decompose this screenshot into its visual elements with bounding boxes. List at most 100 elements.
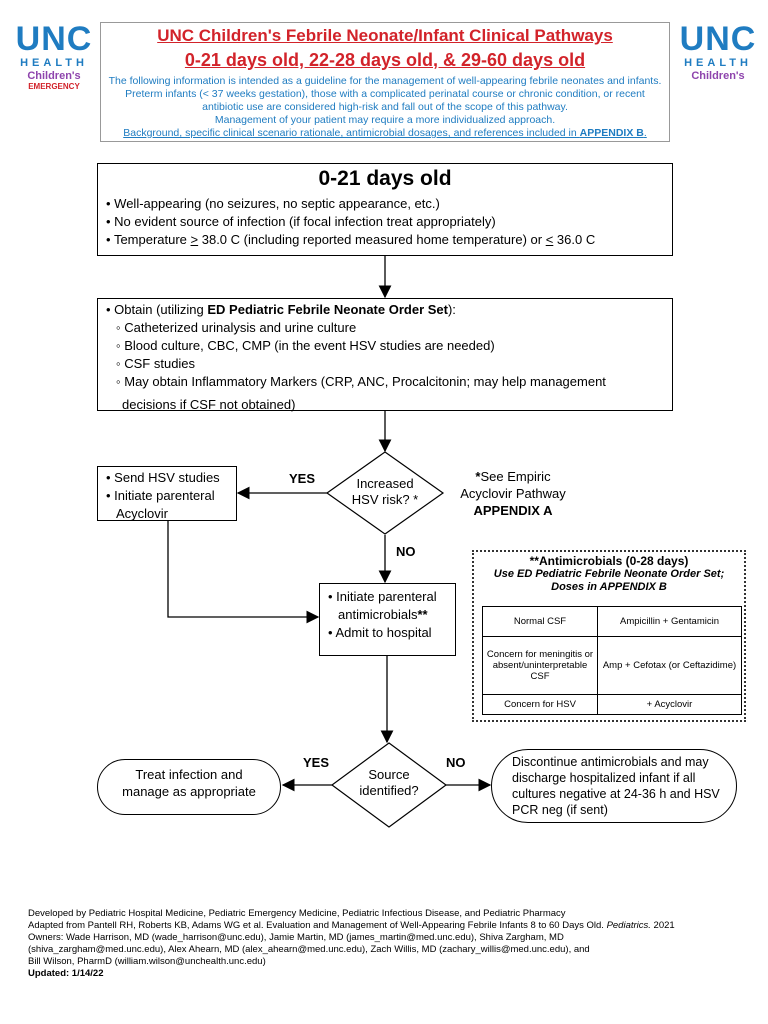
obtain-box: • Obtain (utilizing ED Pediatric Febrile… <box>97 298 673 412</box>
header-panel: UNC Children's Febrile Neonate/Infant Cl… <box>100 22 670 142</box>
background-suffix: . <box>643 127 647 139</box>
obtain-subitem: ◦ May obtain Inflammatory Markers (CRP, … <box>116 374 606 389</box>
footer-adapted-from: Adapted from Pantell RH, Roberts KB, Ada… <box>28 920 748 932</box>
note-star: * <box>475 469 481 484</box>
admit-item: • Admit to hospital <box>328 625 432 640</box>
logo-health-text: HEALTH <box>684 57 752 69</box>
background-link-line[interactable]: Background, specific clinical scenario r… <box>123 127 647 139</box>
obtain-subitem-text: Blood culture, CBC, CMP (in the event HS… <box>124 338 495 353</box>
footer-year: 2021 <box>650 920 675 931</box>
table-cell: Ampicillin + Gentamicin <box>597 606 742 637</box>
hsv-item-text: Send HSV studies <box>114 470 220 485</box>
criteria-item-text: Well-appearing (no seizures, no septic a… <box>114 196 440 211</box>
obtain-continuation: decisions if CSF not obtained) <box>122 397 296 412</box>
criteria-box: 0-21 days old • Well-appearing (no seizu… <box>97 163 673 256</box>
antimicrobials-panel: **Antimicrobials (0-28 days) Use ED Pedi… <box>472 550 746 722</box>
obtain-subitem-text: May obtain Inflammatory Markers (CRP, AN… <box>124 374 606 389</box>
decision-hsv-diamond <box>325 451 445 535</box>
arrow-hsv-to-antimicrobials <box>167 521 320 624</box>
criteria-item-text: No evident source of infection (if focal… <box>114 214 496 229</box>
footer: Developed by Pediatric Hospital Medicine… <box>28 908 748 980</box>
hsv-item-continuation: Acyclovir <box>116 506 169 521</box>
decision-source-yes-label: YES <box>303 755 330 770</box>
temp-prefix: Temperature <box>113 232 191 247</box>
table-row: Concern for HSV + Acyclovir <box>482 694 742 715</box>
obtain-subitem: ◦ Blood culture, CBC, CMP (in the event … <box>116 338 495 353</box>
table-cell: Amp + Cefotax (or Ceftazidime) <box>597 636 742 695</box>
page-title: UNC Children's Febrile Neonate/Infant Cl… <box>157 26 613 45</box>
logo-health-text: HEALTH <box>20 57 88 69</box>
intro-management: Management of your patient may require a… <box>214 114 556 126</box>
obtain-subitem: ◦ CSF studies <box>116 356 196 371</box>
decision-hsv-line1: Increased <box>356 476 414 491</box>
footer-journal: Pediatrics. <box>606 920 651 931</box>
discontinue-antimicrobials-box: Discontinue antimicrobials and may disch… <box>491 749 737 823</box>
obtain-suffix: ): <box>447 302 456 317</box>
antimicrobials-item-text: Initiate parenteral <box>336 589 437 604</box>
table-cell: + Acyclovir <box>597 694 742 715</box>
obtain-subitem: ◦ Catheterized urinalysis and urine cult… <box>116 320 357 335</box>
logo-emergency-text: EMERGENCY <box>28 82 80 91</box>
decision-source-no-label: NO <box>446 755 466 770</box>
criteria-item: • Well-appearing (no seizures, no septic… <box>106 196 440 211</box>
criteria-heading: 0-21 days old <box>318 167 452 190</box>
hsv-item: • Initiate parenteral <box>106 488 215 503</box>
table-row: Normal CSF Ampicillin + Gentamicin <box>482 606 742 637</box>
obtain-subitem-text: Catheterized urinalysis and urine cultur… <box>124 320 357 335</box>
decision-source-line2: identified? <box>359 783 419 798</box>
criteria-item: • No evident source of infection (if foc… <box>106 214 496 229</box>
antimicrobials-star: ** <box>417 607 428 622</box>
table-row: Concern for meningitis or absent/uninter… <box>482 636 742 695</box>
background-prefix: Background, specific clinical scenario r… <box>123 127 580 139</box>
antimicrobials-word: antimicrobials <box>338 607 418 622</box>
table-cell: Concern for meningitis or absent/uninter… <box>482 636 598 695</box>
table-cell: Normal CSF <box>482 606 598 637</box>
logo-childrens-text: Children's <box>691 70 745 82</box>
hsv-item: • Send HSV studies <box>106 470 220 485</box>
page-subtitle: 0-21 days old, 22-28 days old, & 29-60 d… <box>184 50 586 70</box>
antimicrobials-table: Normal CSF Ampicillin + Gentamicin Conce… <box>482 606 742 715</box>
treat-infection-box: Treat infection and manage as appropriat… <box>97 759 281 815</box>
empiric-acyclovir-note: *See Empiric Acyclovir Pathway APPENDIX … <box>452 468 574 519</box>
footer-owners-cont: (shiva_zargham@med.unc.edu), Alex Ahearn… <box>28 944 590 955</box>
hsv-studies-box: • Send HSV studies • Initiate parenteral… <box>97 466 237 521</box>
obtain-subitem-text: CSF studies <box>124 356 196 371</box>
treat-line2: manage as appropriate <box>122 784 256 799</box>
decision-source-text: Source identified? <box>339 767 439 799</box>
appendix-a-link[interactable]: APPENDIX A <box>473 503 553 518</box>
hsv-item-text: Initiate parenteral <box>114 488 215 503</box>
antimicrobials-panel-sub1: Use ED Pediatric Febrile Neonate Order S… <box>493 568 725 580</box>
decision-source-line1: Source <box>368 767 410 782</box>
temp-ge-symbol: > <box>190 232 199 247</box>
footer-citation: Adapted from Pantell RH, Roberts KB, Ada… <box>28 920 607 931</box>
logo-childrens-text: Children's <box>27 70 81 82</box>
decision-hsv-yes-label: YES <box>289 471 316 486</box>
treat-line1: Treat infection and <box>135 767 243 782</box>
footer-developed-by: Developed by Pediatric Hospital Medicine… <box>28 908 566 919</box>
logo-unc-text: UNC <box>15 20 93 58</box>
obtain-line: • Obtain (utilizing ED Pediatric Febrile… <box>106 302 456 317</box>
temp-le-symbol: < <box>545 232 554 247</box>
criteria-item-temperature: • Temperature > 38.0 C (including report… <box>106 232 596 247</box>
appendix-b-link[interactable]: APPENDIX B <box>579 127 644 139</box>
intro-guideline: The following information is intended as… <box>108 75 662 113</box>
decision-hsv-no-label: NO <box>396 544 416 559</box>
admit-item-text: Admit to hospital <box>335 625 432 640</box>
obtain-prefix: Obtain (utilizing <box>114 302 208 317</box>
decision-source-diamond <box>330 742 448 828</box>
unc-health-childrens-emergency-logo: UNC HEALTH Children's EMERGENCY <box>14 22 94 91</box>
note-line1: See Empiric <box>480 469 551 484</box>
order-set-name: ED Pediatric Febrile Neonate Order Set <box>207 302 448 317</box>
logo-unc-text: UNC <box>679 20 757 58</box>
antimicrobials-admit-box: • Initiate parenteral antimicrobials** •… <box>319 583 456 656</box>
note-line2: Acyclovir Pathway <box>460 486 566 501</box>
table-cell: Concern for HSV <box>482 694 598 715</box>
intro-text: The following information is intended as… <box>101 75 669 140</box>
antimicrobials-item: • Initiate parenteral <box>328 589 437 604</box>
decision-hsv-line2: HSV risk? * <box>351 492 419 507</box>
temp-suffix: 36.0 C <box>553 232 596 247</box>
antimicrobials-panel-sub2: Doses in APPENDIX B <box>551 581 667 593</box>
footer-updated: Updated: 1/14/22 <box>28 968 104 979</box>
footer-owners: Owners: Wade Harrison, MD (wade_harrison… <box>28 932 564 943</box>
